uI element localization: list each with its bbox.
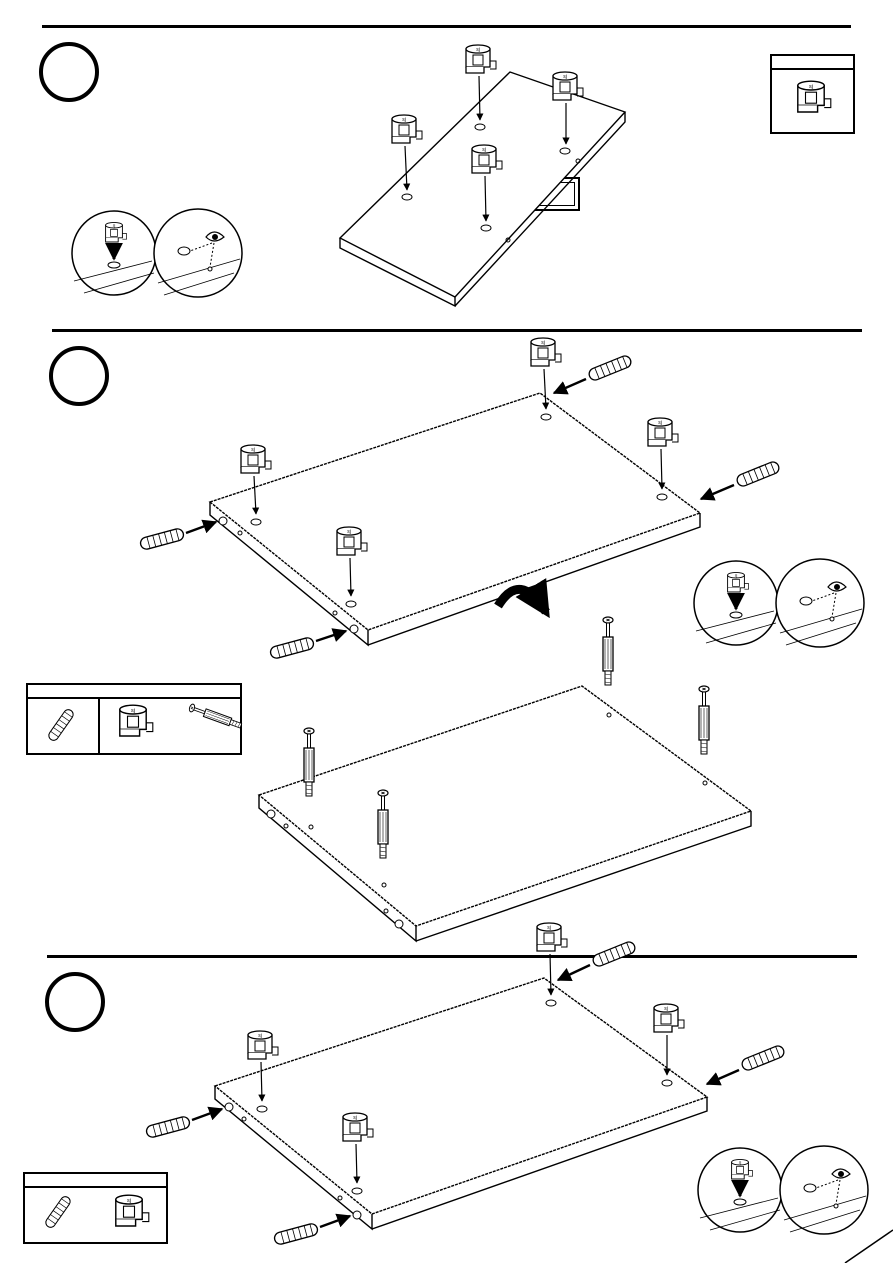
detail-view-step2 xyxy=(694,559,864,647)
panel-step2-bottom xyxy=(259,617,751,941)
detail-view-step1 xyxy=(72,209,242,297)
cam-lock-icon xyxy=(120,705,153,736)
panel-step1 xyxy=(340,45,625,306)
rotate-arrow-icon xyxy=(498,589,546,612)
cam-lock-icon xyxy=(798,81,831,112)
detail-view-step3 xyxy=(698,1146,868,1234)
cam-bolt-icon xyxy=(188,703,242,729)
panel-step3 xyxy=(145,923,785,1245)
cam-lock-icon xyxy=(116,1195,149,1226)
page-corner-mark xyxy=(845,1230,893,1263)
dowel-icon xyxy=(44,1195,72,1229)
dowel-icon xyxy=(47,708,75,742)
panel-step2-top xyxy=(139,338,780,659)
